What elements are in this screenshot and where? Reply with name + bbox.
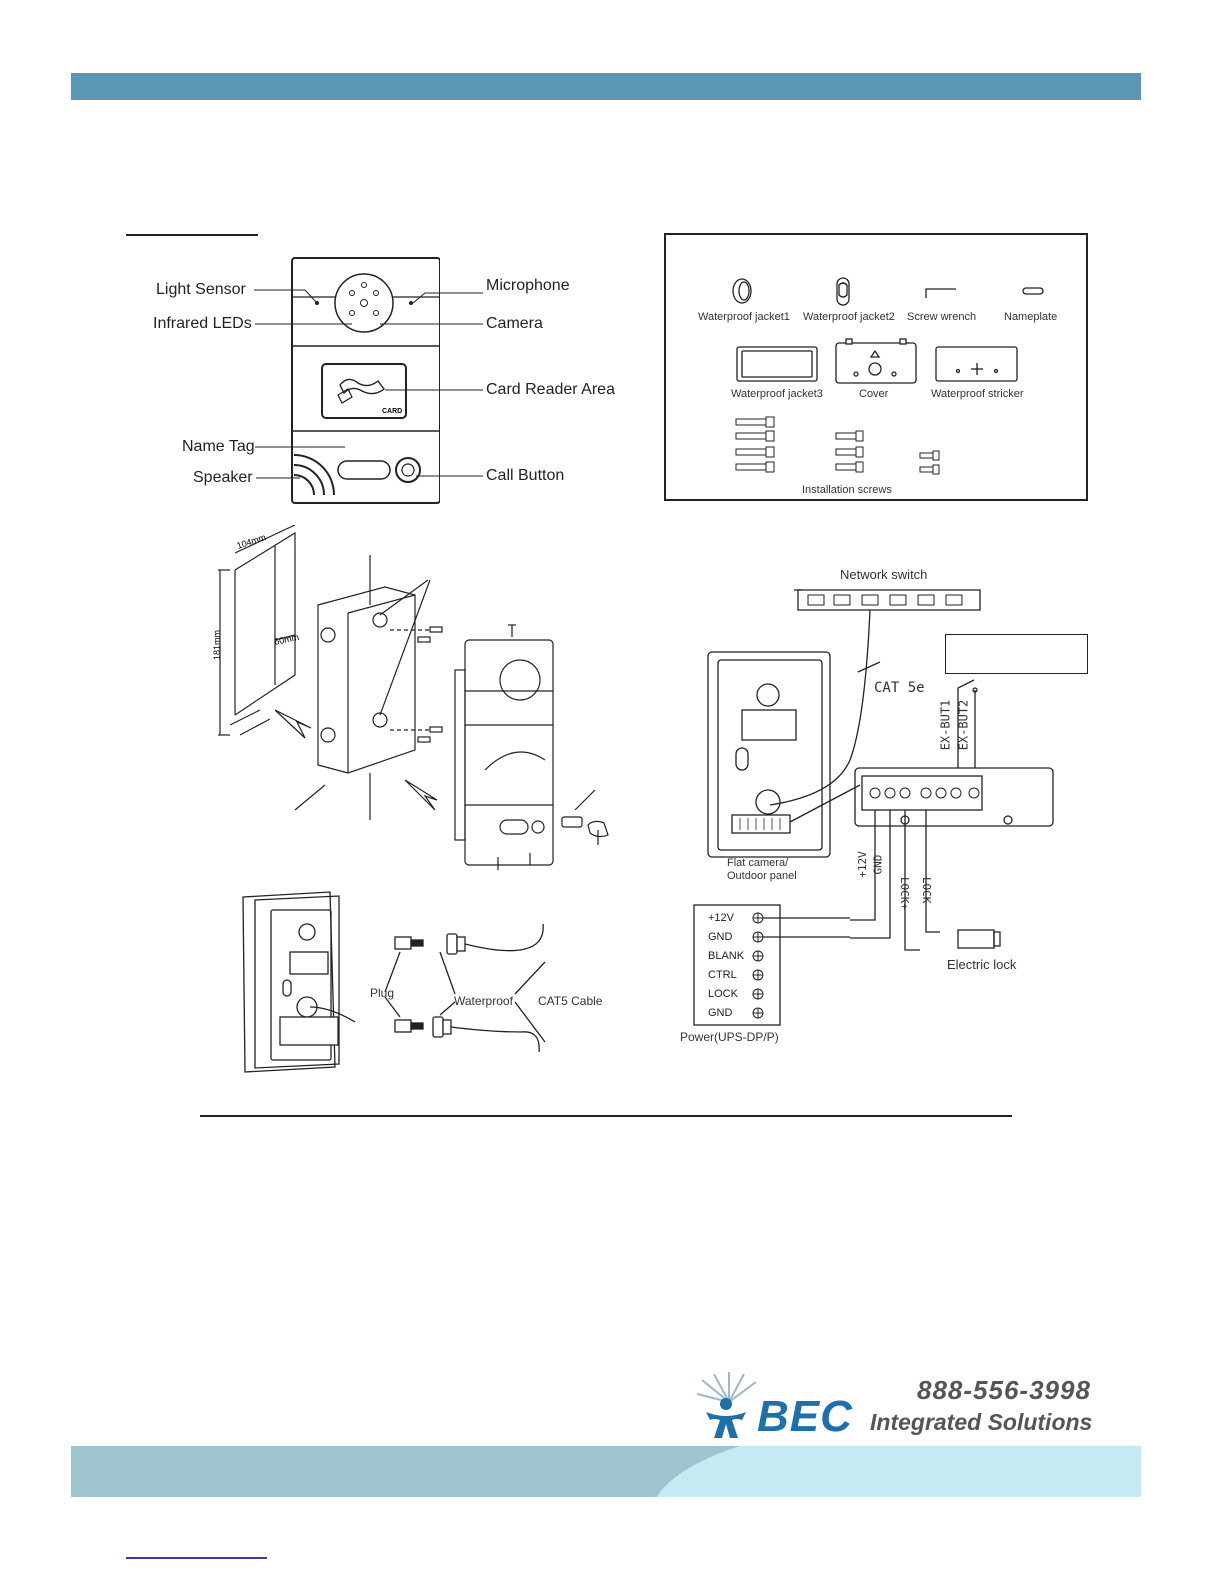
cabling-diagram: [242, 891, 546, 1073]
note-box: [945, 634, 1088, 674]
horizontal-rule: [200, 1115, 1012, 1117]
power-row-gnd2: GND: [708, 1007, 733, 1019]
power-row-12v: +12V: [708, 912, 734, 924]
section-underline: [126, 234, 258, 236]
acc-nameplate: Nameplate: [1004, 311, 1058, 323]
brand-bec: BEC: [757, 1392, 853, 1441]
acc-waterproof-jacket3: Waterproof jacket3: [731, 388, 823, 400]
wiring-lock-minus: LOCK-: [920, 876, 934, 911]
footer-bar: [71, 1446, 1141, 1497]
callout-infrared-leds: Infrared LEDs: [153, 315, 252, 332]
callout-leaders: [254, 289, 483, 479]
wiring-electric-lock: Electric lock: [947, 957, 1017, 972]
callout-light-sensor: Light Sensor: [156, 281, 246, 298]
wiring-plus12v: +12V: [855, 851, 869, 878]
dim-height: 181mm: [212, 630, 222, 660]
brand-tagline: Integrated Solutions: [870, 1409, 1093, 1435]
wiring-network-switch: Network switch: [840, 567, 928, 582]
card-logo-text: CARD: [382, 408, 402, 415]
callout-speaker: Speaker: [193, 469, 253, 486]
footer-curve: [651, 1446, 1141, 1497]
callout-name-tag: Name Tag: [182, 438, 255, 455]
cable-waterproof-label: Waterproof: [454, 994, 513, 1008]
wiring-lock-plus: LOCK+: [898, 876, 912, 911]
acc-installation-screws: Installation screws: [802, 484, 892, 496]
dim-depth: 60mm: [273, 632, 300, 647]
dim-width: 104mm: [236, 532, 268, 551]
cable-plug-label: Plug: [370, 986, 395, 1000]
wiring-cat5e: CAT 5e: [874, 680, 925, 696]
wiring-ex-but1: EX-BUT1: [938, 699, 953, 751]
callout-card-reader-area: Card Reader Area: [486, 381, 615, 398]
callout-camera: Camera: [486, 315, 543, 332]
power-row-lock: LOCK: [708, 988, 738, 1000]
accessories-box: [664, 233, 1088, 501]
front-panel-diagram: CARD: [291, 257, 440, 504]
cable-cat5-label: CAT5 Cable: [538, 994, 603, 1008]
footer-link-underline: [126, 1557, 267, 1559]
acc-waterproof-jacket2: Waterproof jacket2: [803, 311, 895, 323]
wiring-gnd: GND: [871, 854, 885, 875]
wiring-outdoor-panel: Outdoor panel: [727, 870, 797, 882]
power-label: Power(UPS-DP/P): [680, 1030, 779, 1044]
header-bar: [71, 73, 1141, 100]
wiring-flat-camera: Flat camera/: [727, 857, 789, 869]
callout-microphone: Microphone: [486, 277, 570, 294]
accessories-drawings: [732, 277, 1044, 475]
acc-cover: Cover: [859, 388, 889, 400]
wiring-ex-but2: EX-BUT2: [956, 699, 971, 751]
power-row-ctrl: CTRL: [708, 969, 737, 981]
bec-logo-icon: [696, 1372, 757, 1438]
footer-phone: 888-556-3998: [917, 1375, 1091, 1405]
callout-call-button: Call Button: [486, 467, 565, 484]
power-row-blank: BLANK: [708, 950, 745, 962]
acc-waterproof-jacket1: Waterproof jacket1: [698, 311, 790, 323]
wiring-diagram: [693, 589, 1054, 1026]
mounting-diagram: 104mm 181mm 60mm: [212, 525, 609, 870]
acc-waterproof-stricker: Waterproof stricker: [931, 388, 1024, 400]
acc-screw-wrench: Screw wrench: [907, 311, 977, 323]
power-row-gnd: GND: [708, 931, 733, 943]
